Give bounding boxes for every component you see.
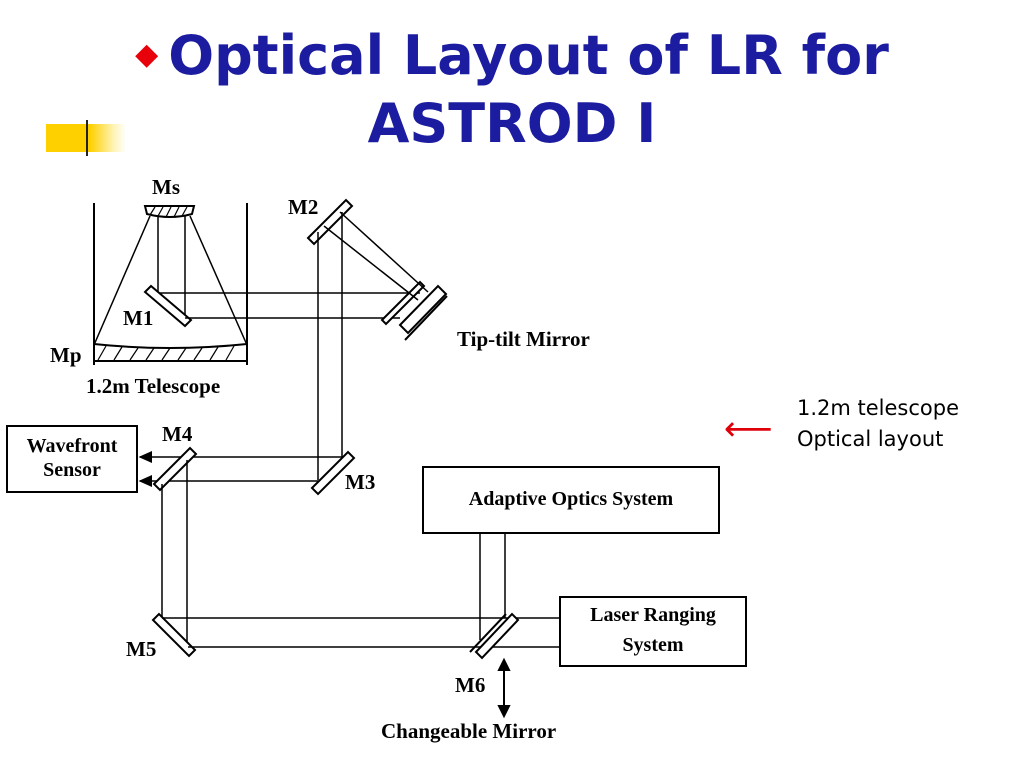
title-accent-tick <box>86 120 88 156</box>
label-m1: M1 <box>123 306 153 330</box>
note-line-1: 1.2m telescope <box>797 396 960 420</box>
label-m4: M4 <box>162 422 193 446</box>
label-tip-tilt: Tip-tilt Mirror <box>457 327 590 351</box>
wavefront-label-1: Wavefront <box>27 435 118 457</box>
primary-mirror-mp <box>93 343 248 362</box>
title-line-1: Optical Layout of LR for <box>168 24 889 87</box>
label-m3: M3 <box>345 470 375 494</box>
telescope-light-cone <box>93 215 248 346</box>
mirror-m1 <box>143 284 193 328</box>
wavefront-sensor-box <box>6 425 138 493</box>
title-line-2: ASTROD I <box>367 92 657 155</box>
label-m5: M5 <box>126 637 156 661</box>
mirror-m6 <box>469 612 520 660</box>
slide-title: ◆ Optical Layout of LR for ASTROD I <box>0 22 1024 157</box>
adaptive-optics-label: Adaptive Optics System <box>469 488 674 510</box>
label-ms: Ms <box>152 175 180 199</box>
wavefront-label-2: Sensor <box>43 459 101 481</box>
telescope-tube <box>93 203 248 365</box>
label-telescope: 1.2m Telescope <box>86 374 220 398</box>
left-arrow-icon: ⟵ <box>724 409 773 449</box>
laser-ranging-box <box>559 596 747 667</box>
mirror-m3 <box>310 450 356 496</box>
tip-tilt-mirror <box>380 280 448 341</box>
side-note: 1.2m telescope Optical layout <box>797 393 959 455</box>
note-line-2: Optical layout <box>797 427 944 451</box>
laser-ranging-label-2: System <box>622 634 683 656</box>
label-changeable-mirror: Changeable Mirror <box>381 719 556 743</box>
beam-m1-to-tiptilt <box>160 292 420 319</box>
mirror-m2 <box>306 198 354 246</box>
beam-m4-to-m5 <box>161 460 188 647</box>
secondary-mirror-ms <box>143 205 196 218</box>
adaptive-optics-box <box>422 466 720 534</box>
label-m2: M2 <box>288 195 318 219</box>
mirror-m4 <box>152 446 198 492</box>
label-m6: M6 <box>455 673 485 697</box>
beam-m2-to-m3 <box>317 212 343 480</box>
red-diamond-bullet-icon: ◆ <box>135 37 159 72</box>
beam-tiptilt-to-m2 <box>323 211 429 301</box>
laser-ranging-label-1: Laser Ranging <box>590 604 716 626</box>
beam-m5-to-m6 <box>162 617 560 648</box>
changeable-double-arrow-icon <box>497 657 511 719</box>
mirror-m5 <box>151 612 197 658</box>
beam-m6-to-adaptive-optics <box>479 533 506 640</box>
label-mp: Mp <box>50 343 82 367</box>
